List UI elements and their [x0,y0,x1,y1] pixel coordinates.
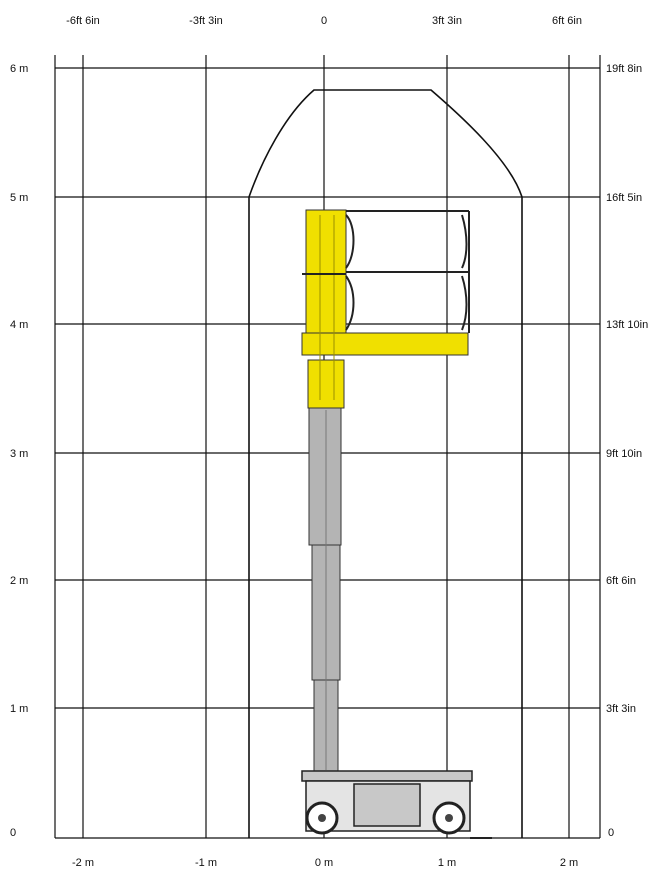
platform-floor [301,332,469,356]
right-axis-label: 0 [608,827,614,839]
mast [308,404,342,776]
platform-column [307,359,345,409]
top-axis-label: -3ft 3in [189,15,223,27]
right-axis-label: 3ft 3in [606,703,636,715]
base-cover [353,783,421,827]
left-axis-label: 5 m [10,192,28,204]
guardrail [302,210,470,333]
top-axis-label: 3ft 3in [432,15,462,27]
base [301,770,492,839]
left-axis-label: 1 m [10,703,28,715]
bottom-axis-label: -1 m [195,857,217,869]
bottom-axis-label: 1 m [438,857,456,869]
right-axis-label: 16ft 5in [606,192,642,204]
right-axis-label: 6ft 6in [606,575,636,587]
mast-section-upper [308,404,342,546]
bottom-axis-label: -2 m [72,857,94,869]
platform [301,209,470,409]
platform-upright [305,209,347,356]
right-axis-label: 19ft 8in [606,63,642,75]
bottom-axis: -2 m -1 m 0 m 1 m 2 m [72,857,578,869]
left-axis-label: 2 m [10,575,28,587]
top-axis-label: 6ft 6in [552,15,582,27]
grid [54,55,601,839]
left-axis-label: 3 m [10,448,28,460]
bottom-axis-label: 2 m [560,857,578,869]
left-axis-label: 6 m [10,63,28,75]
top-axis: -6ft 6in -3ft 3in 0 3ft 3in 6ft 6in [66,15,582,27]
right-axis: 0 3ft 3in 6ft 6in 9ft 10in 13ft 10in 16f… [606,63,648,839]
base-top-plate [301,770,473,782]
right-axis-label: 13ft 10in [606,319,648,331]
left-axis-label: 0 [10,827,16,839]
right-axis-label: 9ft 10in [606,448,642,460]
bottom-axis-label: 0 m [315,857,333,869]
top-axis-label: 0 [321,15,327,27]
working-envelope [248,89,523,838]
left-axis: 0 1 m 2 m 3 m 4 m 5 m 6 m [10,63,28,839]
top-axis-label: -6ft 6in [66,15,100,27]
left-axis-label: 4 m [10,319,28,331]
